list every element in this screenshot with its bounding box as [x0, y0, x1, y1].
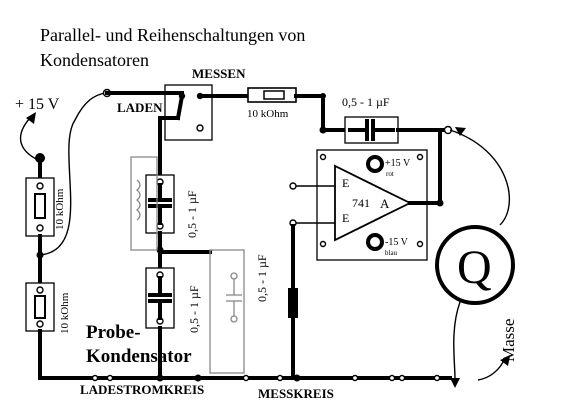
probe-label-line-1: Probe-	[86, 322, 141, 343]
ground-label: Masse	[499, 319, 518, 362]
opamp-plus-color: rot	[386, 170, 394, 178]
opamp-input-bottom: E	[342, 211, 349, 225]
opamp-model: 741	[352, 196, 370, 210]
opamp-plus-supply: +15 V	[385, 158, 411, 169]
switch-blade	[175, 93, 185, 121]
measuring-circuit-label: MESSKREIS	[258, 386, 334, 401]
opamp-minus-supply-terminal	[366, 233, 384, 251]
alt-wiring-right	[209, 249, 245, 374]
title-line-2: Kondensatoren	[40, 50, 149, 70]
ground-lead	[453, 301, 461, 381]
capacitor-middle-upper-label: 0,5 - 1 µF	[185, 190, 199, 238]
supply-arrowhead	[26, 112, 36, 124]
resistor-series-top-label: 10 kOhm	[247, 108, 289, 120]
alt-wiring-left	[130, 156, 158, 251]
flying-lead	[39, 92, 106, 256]
charging-circuit-label: LADESTROMKREIS	[80, 382, 204, 397]
supply-label: + 15 V	[15, 96, 60, 113]
opamp-triangle	[334, 164, 413, 242]
switch-label-laden: LADEN	[117, 100, 163, 115]
opamp-input-top: E	[342, 176, 349, 190]
opamp-plus-supply-terminal	[366, 155, 384, 173]
resistor-left-lower	[34, 295, 46, 319]
probe-label-line-2: Kondensator	[86, 346, 192, 367]
capacitor-middle-lower-label: 0,5 - 1 µF	[187, 285, 201, 333]
opamp-minus-supply: -15 V	[385, 237, 409, 248]
resistor-left-upper	[34, 193, 46, 219]
resistor-left-upper-label: 10 kOhm	[54, 188, 66, 230]
q-meter	[435, 225, 515, 305]
q-meter-symbol: Q	[457, 241, 492, 294]
measuring-link	[288, 288, 298, 318]
switch-label-messen: MESSEN	[192, 66, 246, 81]
title-line-1: Parallel- und Reihenschaltungen von	[40, 25, 305, 45]
opamp-output-label: A	[380, 196, 390, 211]
opamp-minus-color: blau	[385, 249, 398, 257]
meter-lead	[449, 129, 511, 226]
capacitor-feedback-label: 0,5 - 1 µF	[342, 95, 390, 109]
capacitor-probe-label: 0,5 - 1 µF	[255, 254, 269, 302]
resistor-left-lower-label: 10 kOhm	[59, 292, 71, 334]
supply-arrow	[19, 117, 39, 161]
